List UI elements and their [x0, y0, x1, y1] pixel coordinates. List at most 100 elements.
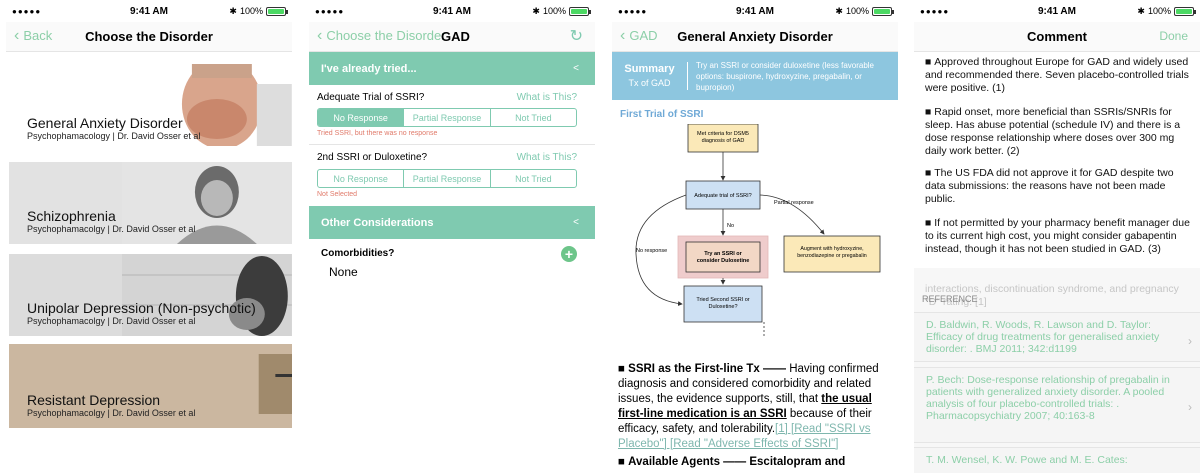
comment-paragraph: ■ If not permitted by your pharmacy bene…	[925, 217, 1192, 256]
paragraph-heading: SSRI as the First-line Tx ——	[628, 363, 790, 375]
status-time: 9:41 AM	[130, 5, 168, 17]
flow-label-no-response: No response	[636, 248, 667, 254]
option-not-tried[interactable]: Not Tried	[489, 170, 576, 187]
reference-header: REFERENCE	[922, 294, 978, 304]
flow-node-try-ssri	[685, 241, 761, 273]
option-partial-response[interactable]: Partial Response	[403, 170, 489, 187]
comorbidities-value: None	[329, 265, 358, 279]
bluetooth-icon: ✱	[532, 5, 540, 16]
signal-icon: ●●●●●	[920, 6, 950, 16]
bullet-icon: ■	[925, 217, 935, 229]
section-other-considerations[interactable]: Other Considerations <	[309, 206, 595, 239]
back-button[interactable]: ‹Back	[14, 26, 53, 44]
chevron-left-icon: ‹	[620, 26, 626, 44]
flow-edge	[635, 194, 687, 306]
reference-item[interactable]: P. Bech: Dose-response relationship of p…	[914, 367, 1200, 443]
paragraph-heading: Available Agents —— Escitalopram and	[628, 456, 846, 468]
back-button[interactable]: ‹GAD	[620, 26, 658, 44]
bluetooth-icon: ✱	[229, 5, 237, 16]
card-title: Unipolar Depression (Non-psychotic)	[27, 300, 256, 316]
trial-heading: First Trial of SSRI	[620, 109, 704, 120]
battery-icon	[1174, 6, 1196, 16]
comment-text: If not permitted by your pharmacy benefi…	[925, 217, 1190, 255]
read-ssri-vs-placebo-link[interactable]: [Read "SSRI vs Placebo"]	[618, 423, 871, 450]
option-partial-response[interactable]: Partial Response	[403, 109, 489, 126]
summary-subtitle: Tx of GAD	[628, 78, 671, 88]
status-bar: ●●●●● 9:41 AM ✱100%	[6, 0, 292, 22]
schizophrenia-photo	[122, 162, 292, 244]
reference-text: P. Bech: Dose-response relationship of p…	[926, 374, 1170, 422]
comorbidities-label: Comorbidities?	[321, 248, 395, 259]
disorder-card-gad[interactable]: General Anxiety Disorder Psychophamacolo…	[9, 64, 292, 146]
unipolar-photo	[122, 254, 292, 336]
card-subtitle: Psychophamacolgy | Dr. David Osser et al	[27, 408, 196, 418]
card-subtitle: Psychophamacolgy | Dr. David Osser et al	[27, 224, 196, 234]
paragraph-emphasis: the usual first-line medication is an SS…	[618, 393, 872, 420]
chevron-left-icon: ‹	[14, 26, 20, 44]
segmented-control-second: No Response Partial Response Not Tried	[317, 169, 577, 188]
card-subtitle: Psychophamacolgy | Dr. David Osser et al	[27, 316, 196, 326]
reference-item[interactable]: T. M. Wensel, K. W. Powe and M. E. Cates…	[914, 447, 1200, 473]
question-second-ssri: 2nd SSRI or Duloxetine? What is This?	[317, 152, 577, 163]
comment-paragraph: ■ Approved throughout Europe for GAD and…	[925, 56, 1192, 95]
page-title: Comment	[1027, 29, 1087, 44]
resistant-photo	[9, 344, 292, 428]
page-title: General Anxiety Disorder	[677, 29, 833, 44]
summary-banner: Summary Tx of GAD Try an SSRI or consider…	[612, 52, 898, 100]
reference-link[interactable]: [1]	[775, 423, 788, 435]
disorder-card-resistant[interactable]: Resistant Depression Psychophamacolgy | …	[9, 344, 292, 428]
nav-bar: Comment Done	[914, 22, 1200, 52]
disorder-card-unipolar[interactable]: Unipolar Depression (Non-psychotic) Psyc…	[9, 254, 292, 336]
read-adverse-effects-link[interactable]: [Read "Adverse Effects of SSRI"]	[666, 438, 839, 450]
summary-label: Summary Tx of GAD	[612, 62, 688, 90]
flow-text-augment: Augment with hydroxyzine,benzodiazepine …	[797, 246, 867, 259]
nav-bar: ‹Back Choose the Disorder	[6, 22, 292, 52]
option-no-response[interactable]: No Response	[318, 109, 404, 126]
signal-icon: ●●●●●	[618, 6, 648, 16]
chevron-left-icon: ‹	[317, 26, 323, 44]
section-label: Other Considerations	[321, 216, 434, 229]
status-bar: ●●●●● 9:41 AM ✱100%	[914, 0, 1200, 22]
add-icon[interactable]: +	[561, 246, 577, 262]
back-label: Back	[23, 28, 53, 43]
status-time: 9:41 AM	[1038, 5, 1076, 17]
card-title: Schizophrenia	[27, 208, 116, 224]
page-title: Choose the Disorder	[85, 29, 213, 44]
back-button[interactable]: ‹Choose the Disorder	[317, 26, 446, 44]
status-bar: ●●●●● 9:41 AM ✱100%	[309, 0, 595, 22]
battery-icon	[266, 6, 288, 16]
refresh-icon[interactable]: ↻	[569, 28, 583, 45]
chevron-icon: <	[573, 63, 579, 74]
what-is-this-link[interactable]: What is This?	[516, 92, 577, 103]
disorder-card-schizophrenia[interactable]: Schizophrenia Psychophamacolgy | Dr. Dav…	[9, 162, 292, 244]
done-button[interactable]: Done	[1159, 29, 1188, 43]
battery-percent: 100%	[239, 6, 263, 16]
summary-title: Summary	[624, 63, 675, 75]
section-already-tried[interactable]: I've already tried... <	[309, 52, 595, 85]
battery-icon	[872, 6, 894, 16]
comment-text: The US FDA did not approve it for GAD de…	[925, 167, 1174, 205]
body-paragraph-ssri: ■ SSRI as the First-line Tx —— Having co…	[618, 362, 892, 452]
nav-bar: ‹Choose the Disorder GAD ↻	[309, 22, 595, 52]
option-not-tried[interactable]: Not Tried	[489, 109, 576, 126]
back-label: Choose the Disorder	[326, 28, 446, 43]
nav-bar: ‹GAD General Anxiety Disorder	[612, 22, 898, 52]
what-is-this-link[interactable]: What is This?	[516, 152, 577, 163]
comment-text: Rapid onset, more beneficial than SSRIs/…	[925, 106, 1181, 157]
reference-item[interactable]: D. Baldwin, R. Woods, R. Lawson and D. T…	[914, 312, 1200, 362]
summary-text: Try an SSRI or consider duloxetine (less…	[696, 60, 875, 92]
selection-note: Not Selected	[317, 191, 358, 198]
option-no-response[interactable]: No Response	[333, 173, 388, 184]
flow-node-augment	[783, 235, 881, 273]
card-title: General Anxiety Disorder	[27, 115, 183, 131]
signal-icon: ●●●●●	[12, 6, 42, 16]
flow-label-no: No	[727, 223, 734, 229]
battery-icon	[569, 6, 591, 16]
paragraph-text: because of their efficacy, safety, and t…	[618, 408, 872, 435]
page-title: GAD	[441, 29, 470, 44]
gad-photo	[122, 64, 292, 146]
flow-node-second-ssri	[683, 285, 763, 323]
